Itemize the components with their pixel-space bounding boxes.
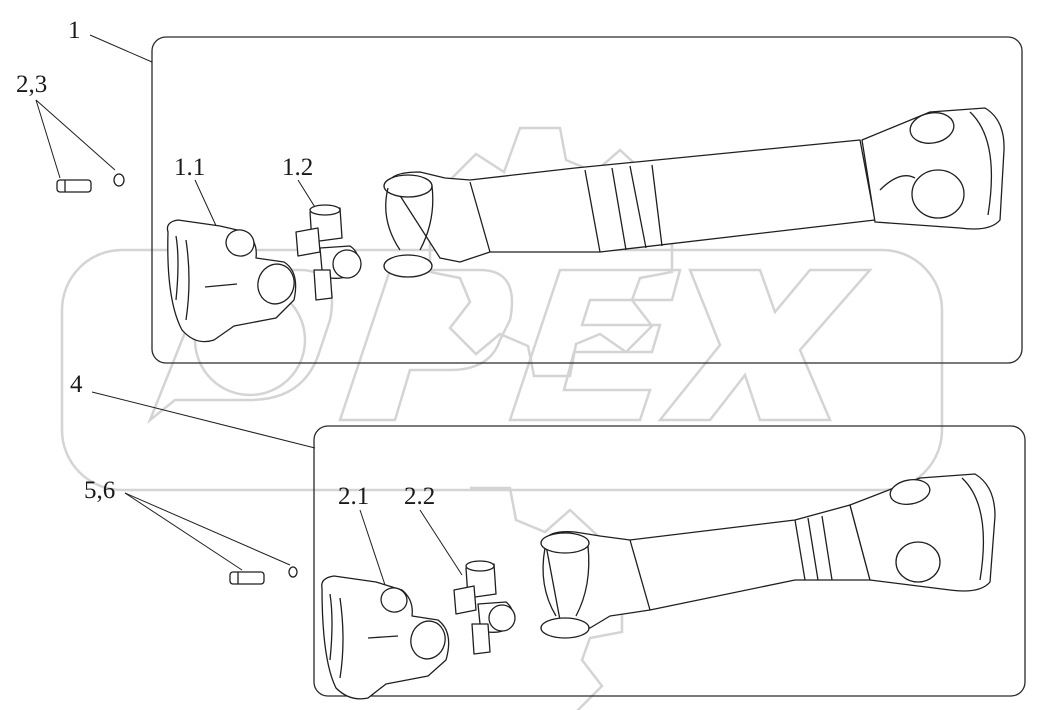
- callout-fasteners-5-6: 5,6: [84, 477, 116, 504]
- assembly-4-drawing: [229, 473, 996, 700]
- bolt-and-nut-5-6: [229, 566, 298, 585]
- cross-spider-2-2: [453, 560, 516, 655]
- assembly-1-drawing: [56, 107, 1005, 343]
- cross-spider-1-2: [295, 204, 362, 301]
- shaft-tube-1: [383, 107, 1005, 278]
- assembly-1-frame: [151, 36, 1023, 364]
- callout-assembly-1: 1: [68, 17, 81, 44]
- callout-part-1-1: 1.1: [174, 154, 206, 181]
- bolt-and-nut-2-3: [56, 173, 125, 193]
- callout-part-2-2: 2.2: [404, 483, 436, 510]
- flange-yoke-2-1: [321, 575, 450, 700]
- assembly-4-frame: [313, 425, 1026, 697]
- callout-assembly-4: 4: [70, 371, 83, 398]
- callout-part-2-1: 2.1: [338, 483, 370, 510]
- flange-yoke-1-1: [166, 219, 297, 343]
- leader-lines: [35, 34, 463, 586]
- callout-fasteners-2-3: 2,3: [16, 71, 48, 98]
- callout-part-1-2: 1.2: [282, 154, 314, 181]
- shaft-tube-4: [540, 473, 996, 639]
